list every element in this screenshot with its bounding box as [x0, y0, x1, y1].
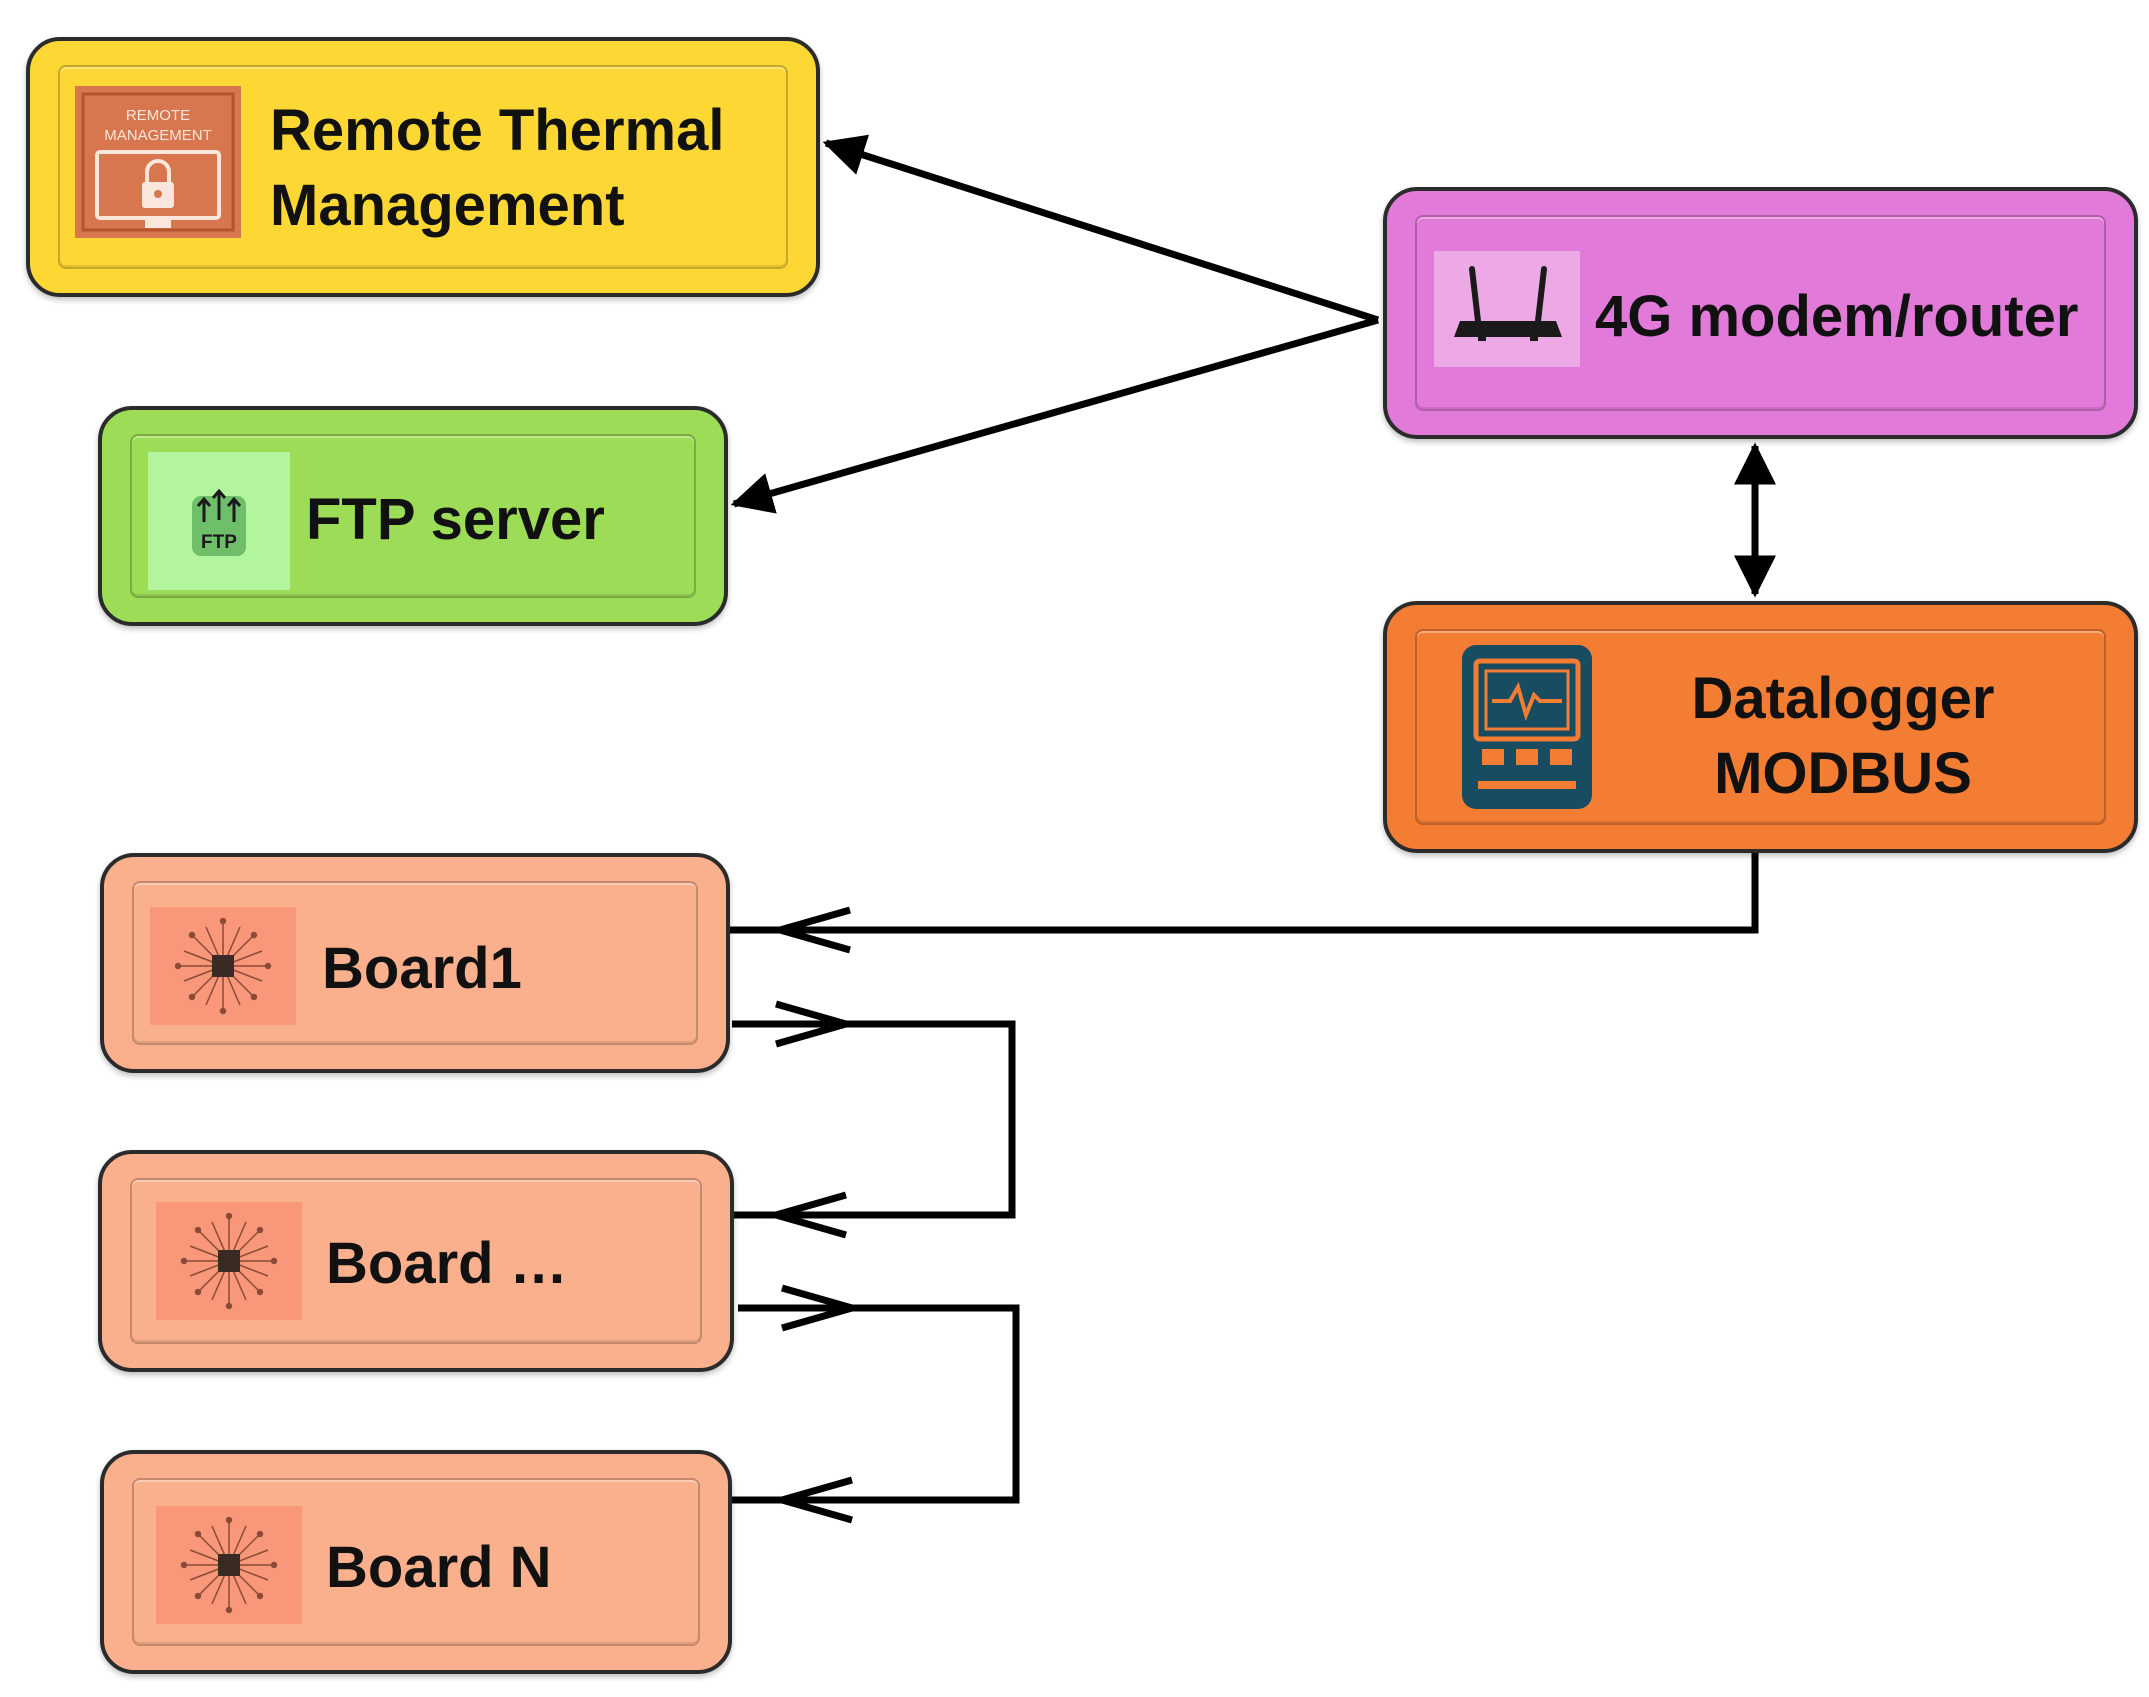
arrowhead-board1-in — [767, 906, 851, 954]
arrowhead-board-middle-in — [763, 1191, 847, 1239]
icon-text-remote: REMOTE — [126, 107, 190, 124]
datalogger-title-line2: MODBUS — [1714, 741, 1972, 807]
datalogger-node: Datalogger MODBUS — [1383, 601, 2138, 853]
board-middle-label: Board … — [326, 1231, 568, 1296]
arrow-board-middle-to-board-n — [732, 1304, 1020, 1504]
chip-icon — [150, 907, 296, 1025]
chip-icon — [156, 1202, 302, 1320]
board-middle-node: Board … — [98, 1150, 734, 1372]
arrowhead-board-n-in — [769, 1476, 853, 1524]
icon-text-management: MANAGEMENT — [104, 127, 212, 144]
board1-label: Board1 — [322, 936, 522, 1001]
remote-title-line1: Remote Thermal — [270, 98, 725, 163]
modem-router-node: 4G modem/router — [1383, 187, 2138, 439]
arrowhead-board1-out — [775, 1000, 859, 1048]
ftp-server-node: FTP FTP server — [98, 406, 728, 626]
arrow-datalogger-to-board1 — [730, 853, 1759, 934]
board1-node: Board1 — [100, 853, 730, 1073]
board-n-node: Board N — [100, 1450, 732, 1674]
remote-thermal-management-node: REMOTE MANAGEMENT Remote Thermal Managem… — [26, 37, 820, 297]
arrowhead-board-middle-out — [781, 1284, 865, 1332]
ftp-server-label: FTP server — [306, 487, 605, 552]
board-n-label: Board N — [326, 1535, 552, 1600]
arrow-modem-to-remote — [822, 134, 1380, 324]
ftp-icon-text: FTP — [201, 532, 237, 553]
remote-title-line2: Management — [270, 173, 625, 239]
datalogger-title-line1: Datalogger — [1691, 666, 1995, 731]
router-icon — [1434, 251, 1580, 367]
arrow-board1-to-board-middle — [732, 1020, 1016, 1219]
datalogger-icon — [1460, 643, 1594, 811]
arrow-modem-to-ftp — [730, 316, 1379, 514]
modem-router-label: 4G modem/router — [1595, 284, 2079, 349]
ftp-upload-icon: FTP — [148, 452, 290, 590]
lock-monitor-icon: REMOTE MANAGEMENT — [75, 86, 241, 238]
chip-icon — [156, 1506, 302, 1624]
